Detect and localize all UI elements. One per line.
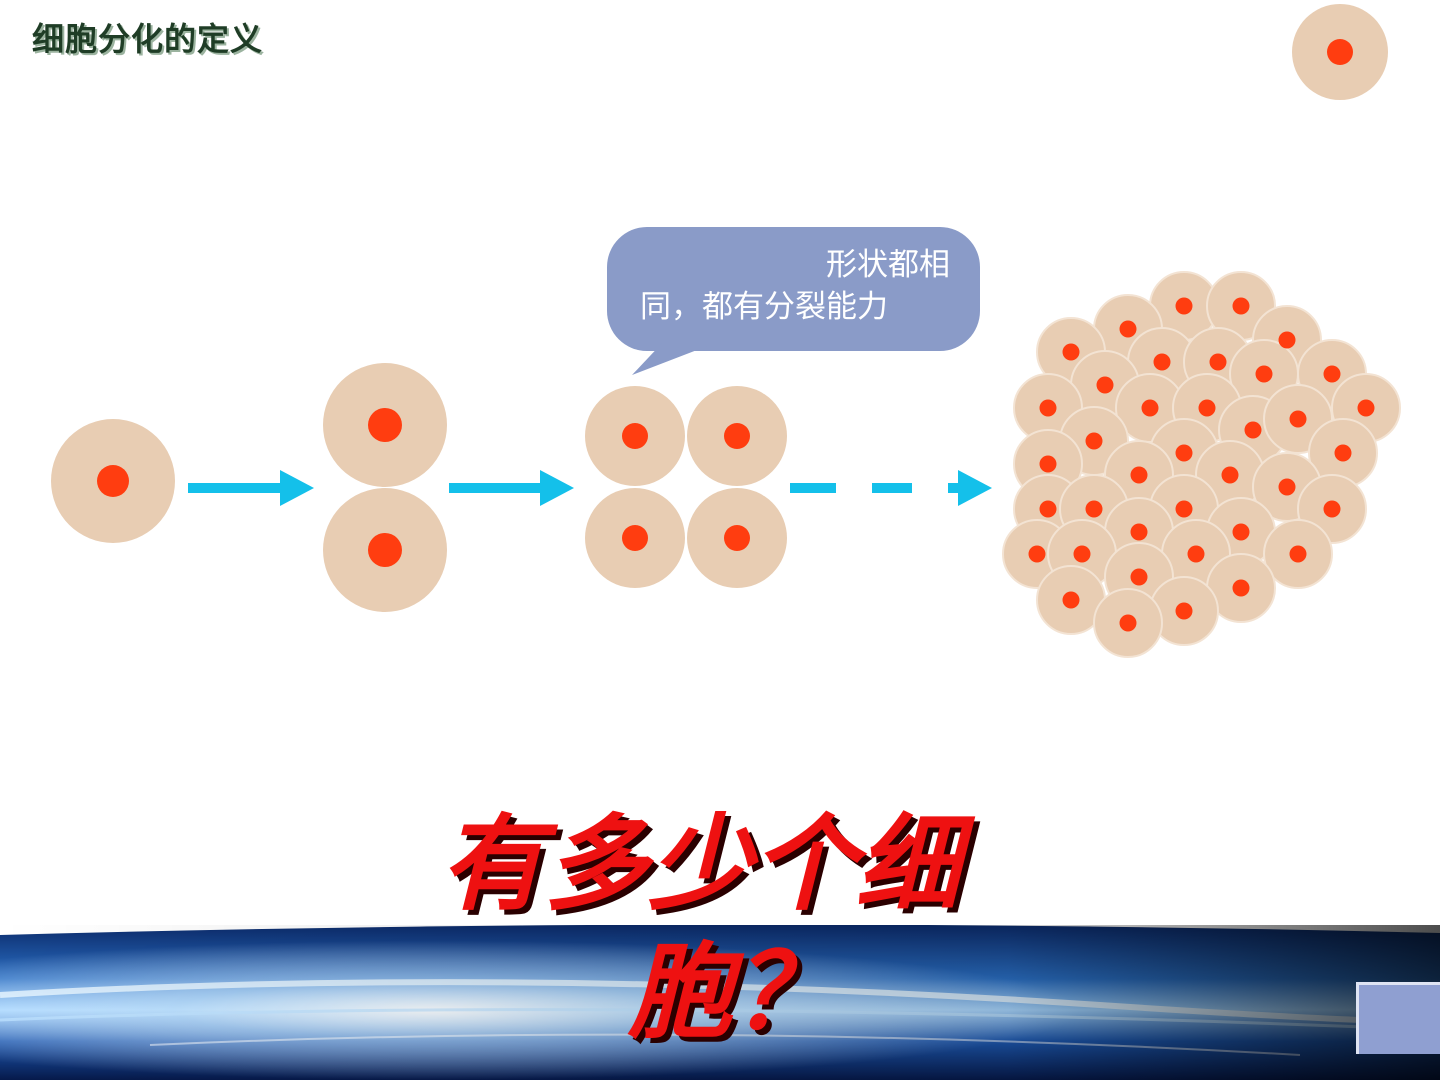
cluster-nucleus <box>1198 399 1216 417</box>
nav-button[interactable] <box>1356 982 1440 1054</box>
cluster-nucleus <box>1221 466 1239 484</box>
cluster-nucleus <box>1289 410 1307 428</box>
cluster-nucleus <box>1232 579 1250 597</box>
cluster-nucleus <box>1130 523 1148 541</box>
cluster-nucleus <box>1278 478 1296 496</box>
callout-line-1: 形状都相 <box>826 247 950 283</box>
stage-one-cell <box>51 419 175 543</box>
cluster-nucleus <box>1028 545 1046 563</box>
cluster-nucleus <box>1175 444 1193 462</box>
question-line-1: 有多少个细 <box>440 803 961 925</box>
cluster-nucleus <box>1039 455 1057 473</box>
single-cell-icon <box>1292 4 1388 100</box>
cluster-nucleus <box>1187 545 1205 563</box>
cluster-nucleus <box>1278 331 1296 349</box>
cluster-nucleus <box>1085 432 1103 450</box>
cluster-nucleus <box>1323 365 1341 383</box>
cluster-nucleus <box>1323 500 1341 518</box>
question-line-2: 胞？ <box>628 931 837 1053</box>
cluster-nucleus <box>1039 500 1057 518</box>
cluster-nucleus <box>1153 353 1171 371</box>
cluster-nucleus <box>1334 444 1352 462</box>
cluster-nucleus <box>1141 399 1159 417</box>
cluster-nucleus <box>1175 602 1193 620</box>
bottom-banner <box>0 925 1440 1080</box>
cluster-nucleus <box>1232 523 1250 541</box>
cluster-nucleus <box>1175 500 1193 518</box>
cluster-nucleus <box>1175 297 1193 315</box>
cluster-nucleus <box>1289 545 1307 563</box>
speech-bubble <box>607 227 980 375</box>
cluster-nucleus <box>1073 545 1091 563</box>
callout-text: 形状都相 同，都有分裂能力 <box>640 244 960 328</box>
stage-four-cells <box>585 386 787 588</box>
arrow-right-icon <box>188 470 314 506</box>
cluster-nucleus <box>1062 343 1080 361</box>
cluster-nucleus <box>1085 500 1103 518</box>
cluster-nucleus <box>1130 466 1148 484</box>
cluster-nucleus <box>1039 399 1057 417</box>
cluster-nucleus <box>1119 614 1137 632</box>
question-text: 有多少个细 胞？ <box>440 800 1060 1056</box>
cluster-nucleus <box>1096 376 1114 394</box>
arrow-right-icon <box>449 470 574 506</box>
cluster-nucleus <box>1130 568 1148 586</box>
slide-title: 细胞分化的定义 <box>32 20 264 58</box>
cluster-nucleus <box>1255 365 1273 383</box>
stage-two-cells <box>323 363 447 612</box>
cluster-nucleus <box>1209 353 1227 371</box>
callout-line-2: 同，都有分裂能力 <box>640 289 888 325</box>
dashed-arrow-icon <box>790 470 992 506</box>
cell-cluster-icon <box>1002 271 1401 658</box>
cluster-nucleus <box>1232 297 1250 315</box>
cluster-nucleus <box>1244 421 1262 439</box>
cluster-nucleus <box>1357 399 1375 417</box>
cluster-nucleus <box>1119 320 1137 338</box>
cluster-nucleus <box>1062 591 1080 609</box>
